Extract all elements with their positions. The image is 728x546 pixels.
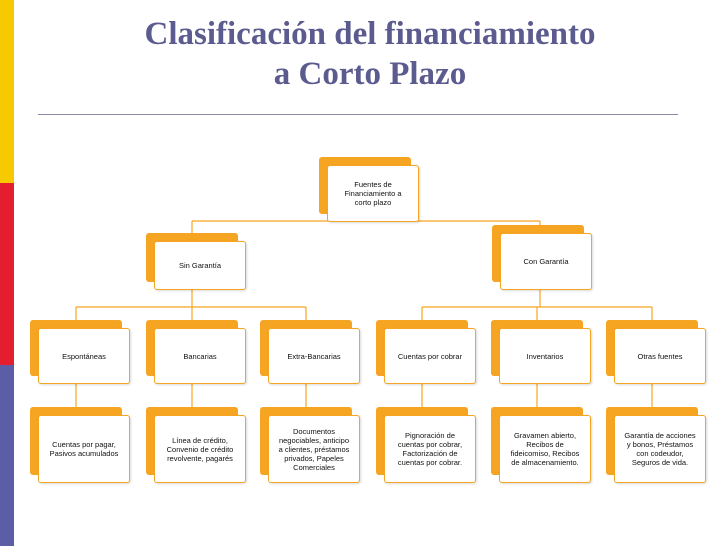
node-detail-box: Garantía de acciones y bonos, Préstamos … — [614, 415, 706, 483]
node-sin-garantia-label: Sin Garantía — [178, 261, 222, 270]
node-category-bancarias: Bancarias — [146, 320, 246, 384]
node-category-otras-fuentes: Otras fuentes — [606, 320, 706, 384]
node-detail-text: Garantía de acciones y bonos, Préstamos … — [624, 431, 696, 467]
node-detail-bancarias: Línea de crédito, Convenio de crédito re… — [146, 407, 246, 483]
node-category-label: Extra-Bancarias — [287, 351, 341, 361]
slide-title-line-1: Clasificación del financiamiento — [144, 16, 596, 52]
node-category-box: Bancarias — [154, 328, 246, 384]
node-detail-text: Línea de crédito, Convenio de crédito re… — [166, 435, 234, 463]
node-root-label: Fuentes de Financiamiento a corto plazo — [344, 180, 402, 207]
node-category-box: Cuentas por cobrar — [384, 328, 476, 384]
node-detail-espontaneas: Cuentas por pagar, Pasivos acumulados — [30, 407, 130, 483]
decor-bar-blue — [0, 365, 14, 546]
node-detail-otras-fuentes: Garantía de acciones y bonos, Préstamos … — [606, 407, 706, 483]
node-category-label: Otras fuentes — [637, 351, 683, 361]
node-detail-extra-bancarias: Documentos negociables, anticipo a clien… — [260, 407, 360, 483]
node-category-box: Inventarios — [499, 328, 591, 384]
node-sin-garantia-box: Sin Garantía — [154, 241, 246, 290]
decor-bar-yellow — [0, 0, 14, 183]
node-detail-cuentas-por-cobrar: Pignoración de cuentas por cobrar, Facto… — [376, 407, 476, 483]
node-category-cuentas-por-cobrar: Cuentas por cobrar — [376, 320, 476, 384]
node-root-box: Fuentes de Financiamiento a corto plazo — [327, 165, 419, 222]
node-category-extra-bancarias: Extra-Bancarias — [260, 320, 360, 384]
node-sin-garantia: Sin Garantía — [146, 233, 246, 290]
decor-bar-red — [0, 183, 14, 365]
node-detail-box: Gravamen abierto, Recibos de fideicomiso… — [499, 415, 591, 483]
node-category-label: Cuentas por cobrar — [397, 351, 463, 361]
node-category-box: Extra-Bancarias — [268, 328, 360, 384]
node-con-garantia-label: Con Garantía — [523, 257, 569, 266]
node-detail-box: Documentos negociables, anticipo a clien… — [268, 415, 360, 483]
node-detail-text: Pignoración de cuentas por cobrar, Facto… — [397, 431, 463, 467]
node-con-garantia-box: Con Garantía — [500, 233, 592, 290]
node-category-espontaneas: Espontáneas — [30, 320, 130, 384]
node-detail-inventarios: Gravamen abierto, Recibos de fideicomiso… — [491, 407, 591, 483]
node-category-label: Espontáneas — [62, 351, 106, 361]
node-category-box: Espontáneas — [38, 328, 130, 384]
node-con-garantia: Con Garantía — [492, 225, 592, 290]
node-category-box: Otras fuentes — [614, 328, 706, 384]
node-root: Fuentes de Financiamiento a corto plazo — [319, 157, 419, 222]
node-category-label: Bancarias — [183, 351, 217, 361]
node-detail-text: Gravamen abierto, Recibos de fideicomiso… — [510, 431, 580, 467]
node-category-label: Inventarios — [526, 351, 564, 361]
slide-title: Clasificación del financiamiento a Corto… — [40, 14, 700, 94]
node-category-inventarios: Inventarios — [491, 320, 591, 384]
slide-title-line-2: a Corto Plazo — [273, 56, 467, 92]
node-detail-text: Documentos negociables, anticipo a clien… — [278, 426, 350, 472]
title-divider — [38, 114, 678, 115]
node-detail-box: Cuentas por pagar, Pasivos acumulados — [38, 415, 130, 483]
node-detail-text: Cuentas por pagar, Pasivos acumulados — [49, 440, 119, 458]
node-detail-box: Pignoración de cuentas por cobrar, Facto… — [384, 415, 476, 483]
node-detail-box: Línea de crédito, Convenio de crédito re… — [154, 415, 246, 483]
